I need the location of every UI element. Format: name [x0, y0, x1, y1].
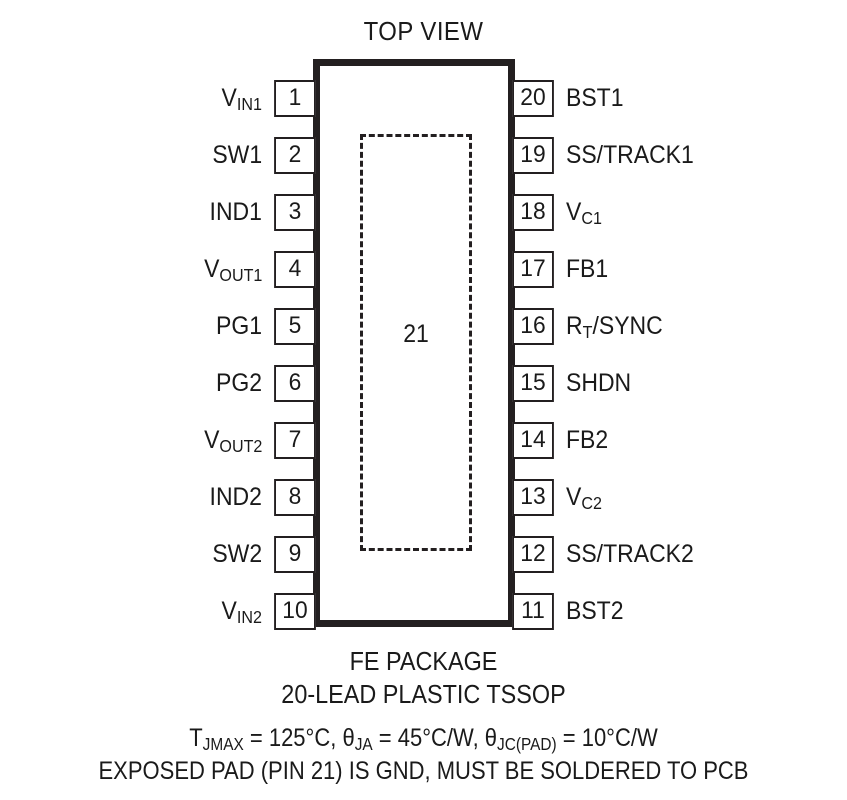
pin-label: BST1 — [566, 84, 624, 112]
pin-number-box: 17 — [512, 251, 554, 288]
pin-number-box: 18 — [512, 194, 554, 231]
pin-number-box: 6 — [274, 365, 316, 402]
pin-row-12: 12 SS/TRACK2 — [511, 536, 841, 573]
theta-ja-subscript: JA — [354, 733, 373, 754]
pin-row-4: VOUT1 4 — [60, 251, 317, 288]
pin-label-subscript: OUT2 — [219, 435, 262, 456]
theta-jc-symbol: θ — [484, 724, 498, 752]
pin-number-box: 10 — [274, 593, 316, 630]
pin-label-subscript: OUT1 — [219, 264, 262, 285]
pin-row-1: VIN1 1 — [60, 80, 317, 117]
pin-label: VOUT2 — [203, 426, 262, 456]
theta-ja-symbol: θ — [342, 724, 355, 752]
pin-label: SS/TRACK2 — [566, 540, 694, 568]
pin-row-5: PG1 5 — [60, 308, 317, 345]
pin-row-16: 16 RT/SYNC — [511, 308, 841, 345]
package-body-outline — [313, 59, 515, 627]
pin-label: VOUT1 — [203, 255, 262, 285]
pin-label: FB2 — [566, 426, 609, 454]
pin-label: SW2 — [212, 540, 262, 568]
exposed-pad-number: 21 — [403, 320, 429, 348]
pin-label: VC1 — [566, 198, 602, 228]
pin-label-subscript: C2 — [581, 492, 602, 513]
pin-label-subscript: T — [582, 321, 593, 342]
pin-number-box: 5 — [274, 308, 316, 345]
pin-label: PG1 — [215, 312, 262, 340]
pin-number-box: 7 — [274, 422, 316, 459]
pin-number-box: 19 — [512, 137, 554, 174]
tjmax-value: = 125°C, — [243, 724, 343, 752]
pin-label: IND1 — [209, 198, 262, 226]
tjmax-symbol: T — [189, 724, 203, 752]
package-name-caption: FE PACKAGE — [349, 646, 498, 676]
pin-row-10: VIN2 10 — [60, 593, 317, 630]
theta-ja-value: = 45°C/W, — [372, 724, 485, 752]
pin-number-box: 14 — [512, 422, 554, 459]
pin-label-subscript: IN2 — [236, 606, 262, 627]
exposed-pad-outline — [360, 134, 472, 551]
pin-label-subscript: IN1 — [236, 93, 262, 114]
pin-label: RT/SYNC — [566, 312, 663, 342]
pin-number-box: 13 — [512, 479, 554, 516]
pin-row-2: SW1 2 — [60, 137, 317, 174]
pin-row-13: 13 VC2 — [511, 479, 841, 516]
pin-label: VIN2 — [221, 597, 262, 627]
pin-label-subscript: C1 — [581, 207, 602, 228]
pin-label: IND2 — [209, 483, 262, 511]
pin-number-box: 16 — [512, 308, 554, 345]
pin-row-7: VOUT2 7 — [60, 422, 317, 459]
pin-number-box: 1 — [274, 80, 316, 117]
pin-number-box: 12 — [512, 536, 554, 573]
pin-row-6: PG2 6 — [60, 365, 317, 402]
pin-number-box: 11 — [512, 593, 554, 630]
theta-jc-value: = 10°C/W — [556, 724, 658, 752]
pin-number-box: 4 — [274, 251, 316, 288]
pin-number-box: 8 — [274, 479, 316, 516]
pin-label: SW1 — [212, 141, 262, 169]
pin-row-11: 11 BST2 — [511, 593, 841, 630]
page-title: TOP VIEW — [363, 16, 484, 46]
pin-label: PG2 — [215, 369, 262, 397]
pin-row-3: IND1 3 — [60, 194, 317, 231]
pin-label: BST2 — [566, 597, 624, 625]
pin-row-18: 18 VC1 — [511, 194, 841, 231]
tjmax-subscript: JMAX — [202, 733, 244, 754]
pin-row-20: 20 BST1 — [511, 80, 841, 117]
pin-label: VIN1 — [221, 84, 262, 114]
pin-row-15: 15 SHDN — [511, 365, 841, 402]
pin-row-8: IND2 8 — [60, 479, 317, 516]
pin-label: SHDN — [566, 369, 632, 397]
pin-label: FB1 — [566, 255, 609, 283]
pin-number-box: 20 — [512, 80, 554, 117]
pin-row-17: 17 FB1 — [511, 251, 841, 288]
thermal-spec-caption: TJMAX = 125°C, θJA = 45°C/W, θJC(PAD) = … — [51, 724, 796, 754]
pin-row-19: 19 SS/TRACK1 — [511, 137, 841, 174]
pin-number-box: 2 — [274, 137, 316, 174]
pin-number-box: 15 — [512, 365, 554, 402]
pin-number-box: 9 — [274, 536, 316, 573]
pin-row-14: 14 FB2 — [511, 422, 841, 459]
exposed-pad-note-caption: EXPOSED PAD (PIN 21) IS GND, MUST BE SOL… — [98, 757, 749, 785]
pin-row-9: SW2 9 — [60, 536, 317, 573]
pin-label: SS/TRACK1 — [566, 141, 694, 169]
pin-number-box: 3 — [274, 194, 316, 231]
pin-label: VC2 — [566, 483, 602, 513]
theta-jc-subscript: JC(PAD) — [497, 733, 557, 754]
package-lead-caption: 20-LEAD PLASTIC TSSOP — [281, 679, 566, 709]
